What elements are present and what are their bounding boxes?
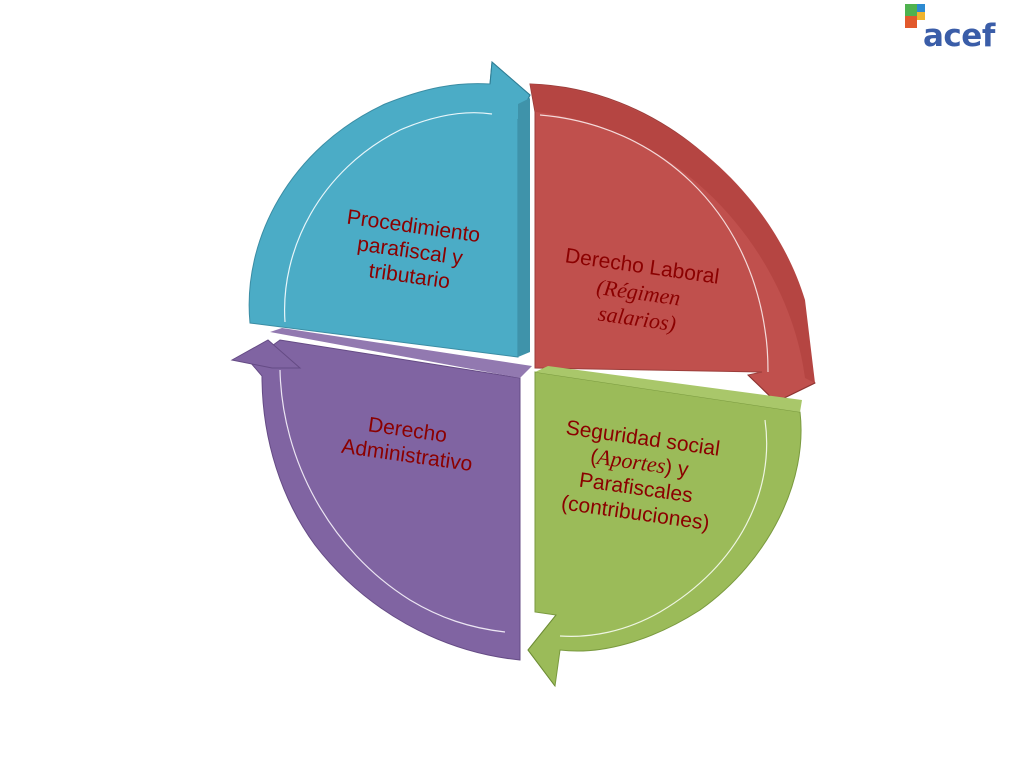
- quadrant-procedimiento-side: [518, 98, 530, 357]
- quadrant-derecho-laboral: Derecho Laboral (Régimen salarios): [529, 83, 816, 403]
- quadrant-derecho-administrativo-inner-ring: [279, 369, 506, 633]
- quadrant-seguridad-social: Seguridad social (Aportes) y Parafiscale…: [527, 366, 802, 688]
- quadrant-procedimiento: Procedimiento parafiscal y tributario: [248, 60, 531, 358]
- quadrant-procedimiento-shape: [248, 60, 531, 358]
- quadrant-derecho-laboral-inner-ring: [539, 114, 769, 373]
- quadrant-seguridad-social-side: [535, 366, 802, 412]
- logo-text: acef: [923, 18, 995, 54]
- logo-square-orange: [905, 16, 917, 28]
- quadrant-derecho-administrativo-side: [270, 328, 532, 378]
- quadrant-derecho-administrativo-arrow: [230, 339, 302, 369]
- label-line-close: ) y: [664, 455, 691, 481]
- logo-square-blue: [917, 4, 925, 12]
- logo-square-yellow: [917, 12, 925, 20]
- quadrant-derecho-laboral-side: [530, 84, 815, 383]
- logo-square-green: [905, 4, 917, 16]
- quadrant-seguridad-social-inner-ring: [559, 419, 768, 637]
- label-line-open: (: [589, 445, 599, 469]
- quadrant-derecho-administrativo-shape: [249, 339, 521, 661]
- quadrant-seguridad-social-shape: [527, 371, 802, 688]
- acef-logo: acef: [905, 4, 1005, 58]
- quadrant-derecho-administrativo: Derecho Administrativo: [230, 328, 532, 661]
- quadrant-procedimiento-inner-ring: [283, 112, 493, 323]
- quadrant-seguridad-social-arrow-edge: [527, 614, 557, 687]
